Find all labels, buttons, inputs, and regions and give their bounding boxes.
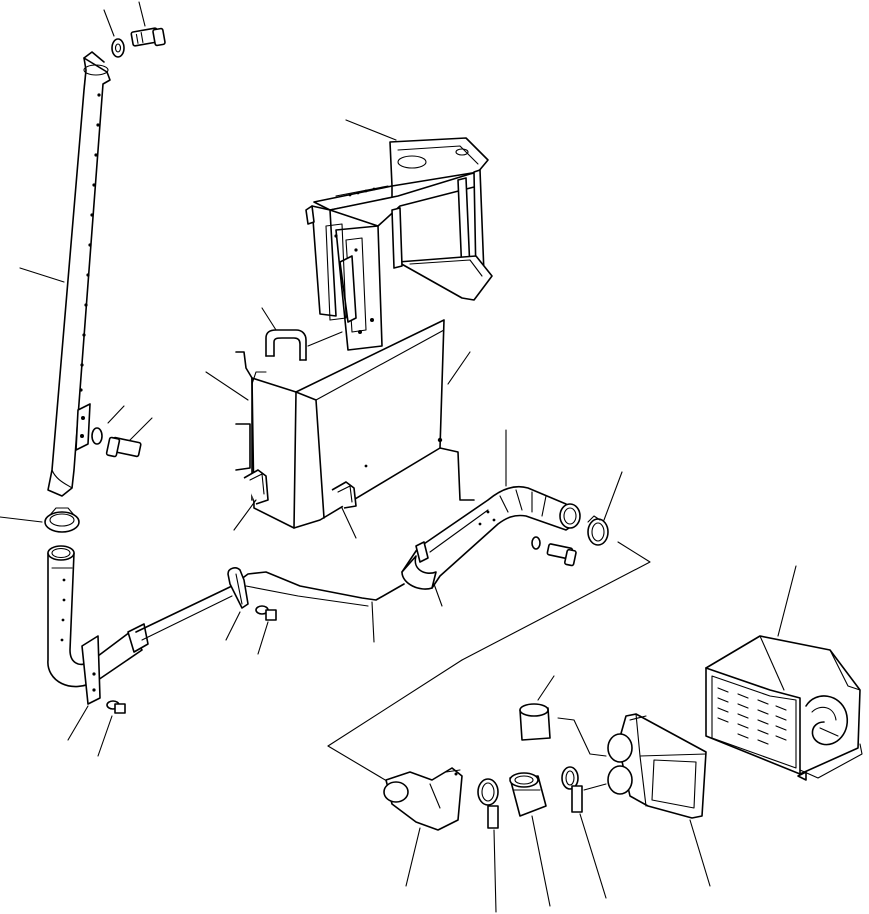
rubber-grommet [519, 703, 551, 741]
elbow-screw [106, 700, 126, 714]
leader-line [371, 601, 375, 643]
leader-line [103, 9, 115, 37]
leader-line [579, 813, 607, 899]
leader-line [67, 705, 89, 741]
tube-clamp-screw [255, 605, 277, 621]
leader-line [257, 621, 269, 655]
vent-slots [717, 687, 787, 745]
duct-adapter [607, 713, 707, 819]
leader-line [405, 827, 421, 887]
assembly-boundary [327, 659, 463, 747]
small-clamp-right [561, 766, 583, 813]
leader-line [138, 1, 146, 27]
assembly-boundary [557, 717, 607, 757]
carry-handle [265, 329, 307, 361]
leader-line [19, 267, 65, 283]
leader-line [225, 611, 241, 641]
leader-line [433, 583, 443, 607]
leader-line [205, 371, 249, 401]
leader-line [0, 516, 43, 523]
small-clamp-left [477, 778, 499, 829]
assembly-boundary [327, 745, 393, 785]
top-washer [111, 38, 125, 58]
lower-elbow-adapter [383, 767, 463, 831]
leader-line [493, 829, 497, 913]
leader-line [345, 119, 397, 141]
leader-line [603, 471, 623, 521]
leader-line [689, 819, 711, 887]
leader-line [233, 499, 257, 531]
hose-bolt [531, 536, 577, 567]
harness-clip-left [243, 469, 269, 505]
hose-clamp [587, 515, 609, 546]
flexible-hose [401, 485, 581, 590]
leader-line [107, 405, 125, 424]
connector-sleeve [509, 772, 547, 817]
leader-line [777, 565, 797, 637]
leader-line [97, 715, 113, 757]
heater-blower-unit [705, 635, 863, 781]
leader-line [537, 675, 555, 701]
leader-line [447, 351, 471, 385]
top-bolt [130, 27, 166, 47]
tube-clamp [227, 567, 249, 609]
mid-washer [91, 427, 103, 445]
leader-line [261, 307, 277, 331]
harness-clip-right [331, 481, 357, 509]
lower-duct-elbow [47, 545, 149, 705]
heater-cover-box [235, 319, 475, 529]
leader-line [341, 507, 357, 539]
tube-run [135, 571, 405, 641]
leader-line [129, 417, 153, 441]
duct-clamp-band [44, 507, 80, 533]
assembly-boundary [461, 541, 651, 661]
leader-line [531, 815, 551, 907]
bracket-frame [305, 137, 493, 351]
vertical-air-duct [47, 51, 111, 497]
mid-bolt [105, 436, 142, 458]
leader-line [307, 331, 343, 347]
assembly-boundary [583, 783, 607, 791]
